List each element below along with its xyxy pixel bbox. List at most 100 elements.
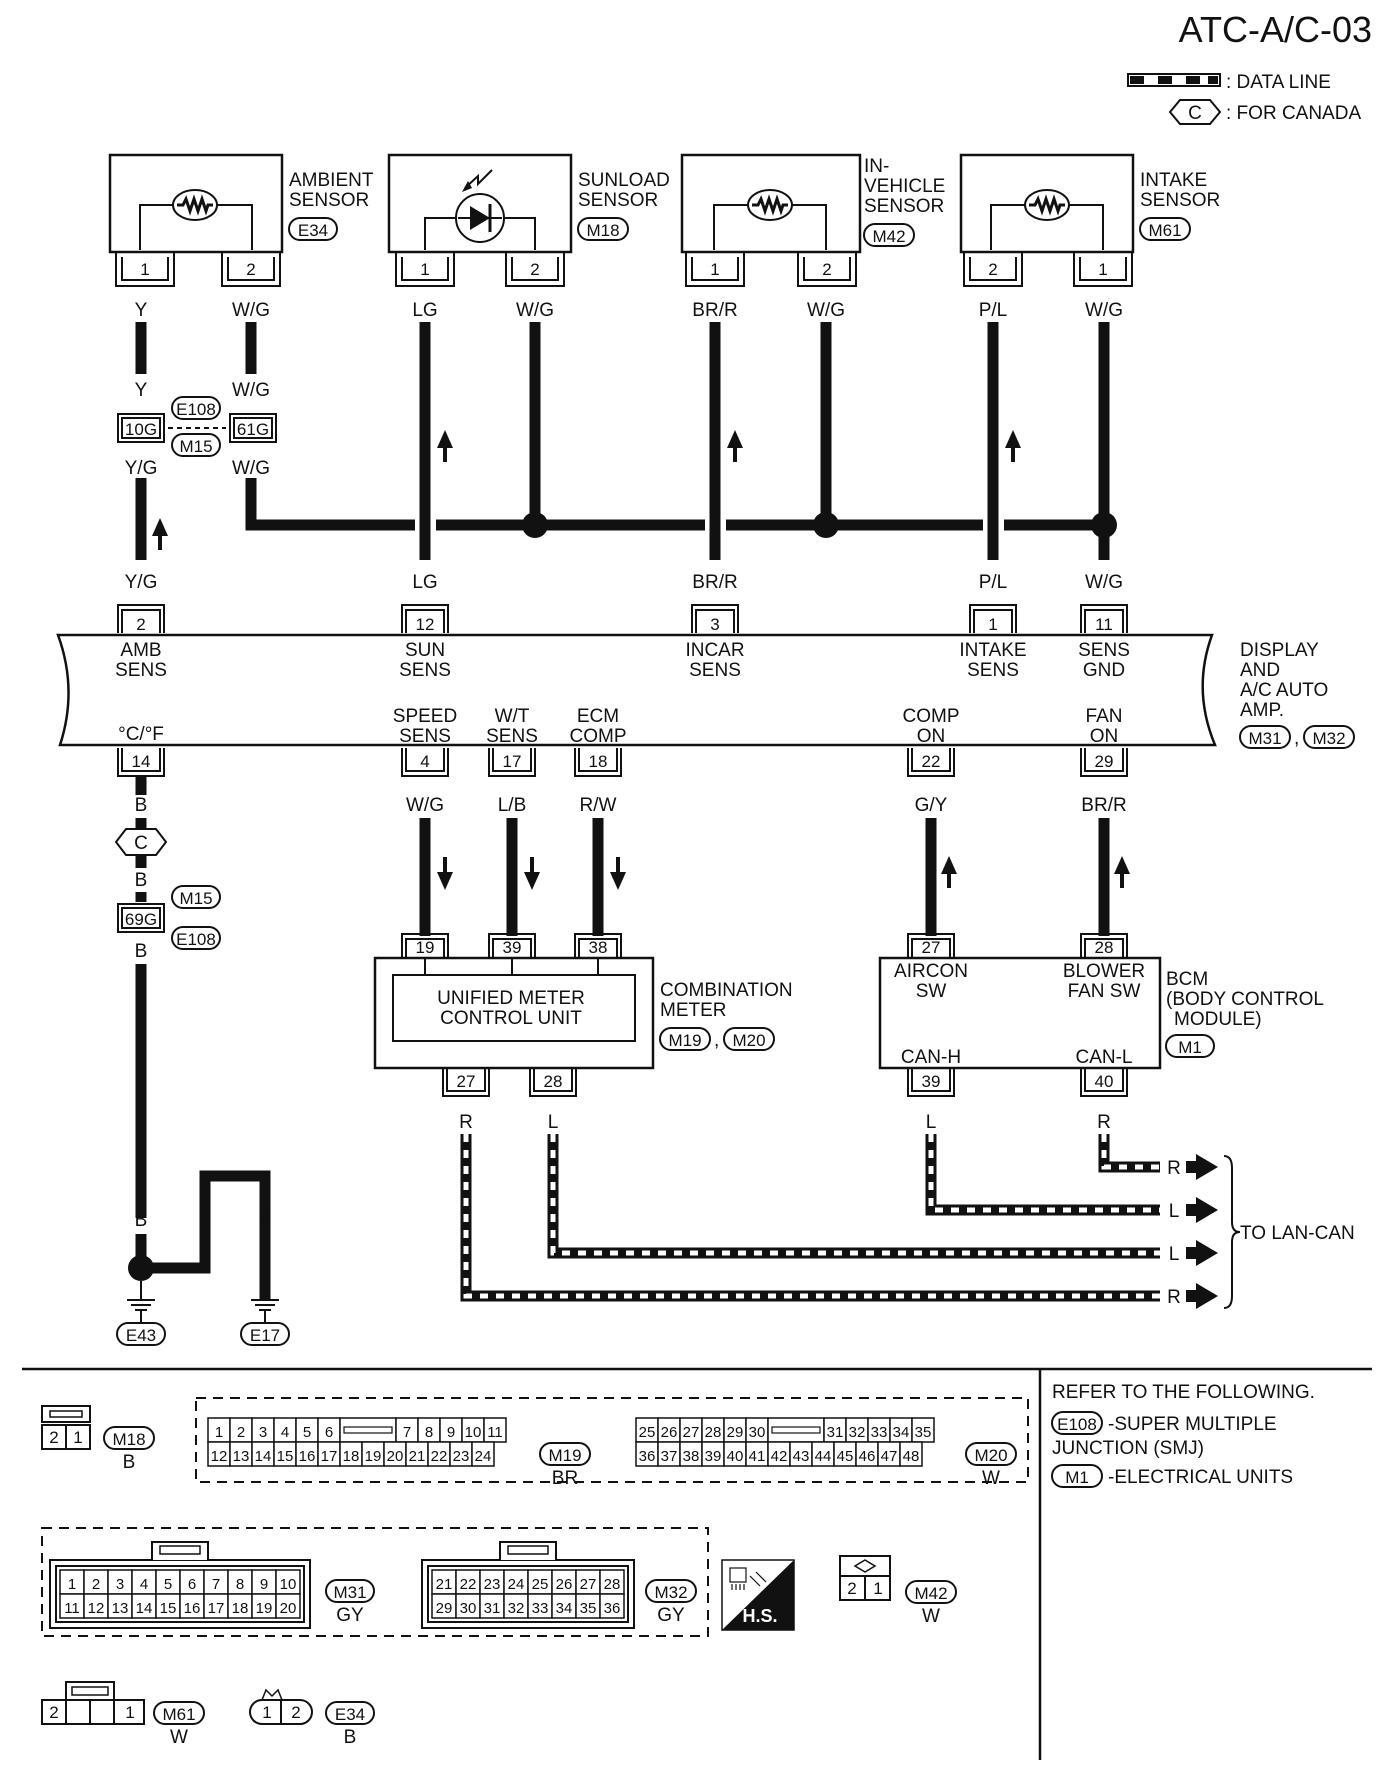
lower-arrows — [437, 856, 1130, 890]
amp-pin: 4 — [420, 752, 429, 771]
amp-pin-label: FAN — [1086, 706, 1123, 727]
sensor-pins — [115, 252, 1133, 287]
amp-pin-label: SENS — [399, 660, 451, 681]
pin-cell — [575, 1593, 601, 1619]
pin-number: 26 — [556, 1576, 573, 1593]
m19-m20-group — [195, 1397, 1029, 1483]
pin-number: 34 — [556, 1600, 573, 1617]
pin-number: 22 — [431, 1448, 448, 1465]
meter-inner-line-2: CONTROL UNIT — [440, 1008, 582, 1029]
e34-color: B — [344, 1727, 357, 1748]
photodiode-icon — [458, 169, 502, 232]
meter-comma: , — [714, 1030, 719, 1051]
joint-pin-right: 61G — [237, 420, 269, 439]
m61-pin: 2 — [49, 1703, 58, 1722]
pin-number: 16 — [184, 1600, 201, 1617]
pin-number: 28 — [705, 1424, 722, 1441]
pin-cell — [131, 1593, 157, 1619]
ground-circuit: C B 69G M15 E108 B B B B E43 E17 — [114, 818, 290, 1346]
lan-can-arrows: R L L R TO LAN-CAN — [1167, 1154, 1355, 1309]
pin-number: 36 — [639, 1448, 656, 1465]
wire-label: Y/G — [125, 572, 158, 593]
invehicle-sensor: IN- VEHICLE SENSOR M42 — [680, 153, 945, 254]
amp-name-line: AND — [1240, 660, 1280, 681]
amp-name-line: A/C AUTO — [1240, 680, 1328, 701]
ground-e43: E43 — [126, 1326, 156, 1345]
pin-number: 21 — [436, 1576, 453, 1593]
intake-label-1: INTAKE — [1140, 170, 1207, 191]
pin-number: 21 — [409, 1448, 426, 1465]
ground-e17: E17 — [250, 1326, 280, 1345]
meter-pin: 38 — [589, 938, 608, 957]
wire-label: B — [135, 941, 148, 962]
wire-label: B — [135, 1210, 148, 1231]
pin-number: 39 — [705, 1448, 722, 1465]
lan-wire-label: R — [1167, 1158, 1181, 1179]
sunload-pin-a: 1 — [420, 260, 429, 279]
bcm-sw2-line-1: BLOWER — [1063, 961, 1145, 982]
wire-label: W/G — [516, 300, 554, 321]
pin-number: 7 — [212, 1576, 220, 1593]
wire-label: Y — [135, 300, 148, 321]
wire-label: W/G — [807, 300, 845, 321]
wire-label: W/G — [232, 300, 270, 321]
pin-number: 28 — [604, 1576, 621, 1593]
amp-pin: 14 — [132, 752, 151, 771]
pin-number: 12 — [211, 1448, 228, 1465]
m31-name: M31 — [333, 1583, 366, 1602]
bcm-pin: 39 — [922, 1072, 941, 1091]
pin-number: 6 — [188, 1576, 196, 1593]
pin-number: 36 — [604, 1600, 621, 1617]
pin-number: 1 — [215, 1424, 223, 1441]
amp-pin-label: ECM — [577, 706, 619, 727]
m61-pin: 1 — [125, 1703, 134, 1722]
m42-pin: 2 — [847, 1579, 856, 1598]
wire-label: W/G — [1085, 572, 1123, 593]
amp-pin: 17 — [503, 752, 522, 771]
amp-name: DISPLAY AND A/C AUTO AMP. M31 , M32 — [1239, 640, 1355, 749]
pin-number: 47 — [881, 1448, 898, 1465]
m61-name: M61 — [162, 1705, 195, 1724]
wire-label: B — [135, 795, 148, 816]
pin-cell — [911, 1417, 935, 1443]
meter-inner-line-1: UNIFIED METER — [437, 988, 585, 1009]
pin-number: 32 — [508, 1600, 525, 1617]
ambient-pin-b: 2 — [246, 260, 255, 279]
pin-number: 9 — [447, 1424, 455, 1441]
bcm-name-line-2: (BODY CONTROL — [1166, 989, 1324, 1010]
connector-m18: 2 1 M18 B — [41, 1405, 155, 1473]
refer-item1-conn: E108 — [1057, 1415, 1097, 1434]
amp-pin-label: SUN — [405, 640, 445, 661]
pin-number: 17 — [321, 1448, 338, 1465]
amp-pin: 22 — [922, 752, 941, 771]
wire-label: L/B — [498, 795, 527, 816]
wire-label: Y — [135, 380, 148, 401]
meter-pin: 39 — [503, 938, 522, 957]
amp-pin-label: COMP — [903, 706, 960, 727]
bcm-sw1-line-1: AIRCON — [894, 961, 968, 982]
amp-pin-label: SENS — [115, 660, 167, 681]
wire-label: W/G — [232, 380, 270, 401]
pin-cell — [471, 1441, 495, 1467]
pin-number: 35 — [915, 1424, 932, 1441]
pin-number: 33 — [871, 1424, 888, 1441]
m18-pin: 1 — [73, 1428, 82, 1447]
amp-pin: 3 — [710, 615, 719, 634]
wire-label: G/Y — [915, 795, 948, 816]
sunload-sensor: SUNLOAD SENSOR M18 — [387, 153, 670, 254]
pin-number: 26 — [661, 1424, 678, 1441]
pin-number: 27 — [580, 1576, 597, 1593]
amp-pin: 29 — [1095, 752, 1114, 771]
pin-number: 4 — [140, 1576, 148, 1593]
e34-name: E34 — [335, 1705, 365, 1724]
pin-number: 15 — [160, 1600, 177, 1617]
amp-pin: 18 — [589, 752, 608, 771]
pin-number: 23 — [484, 1576, 501, 1593]
amp-pin-label: SENS — [399, 726, 451, 747]
pin-number: 19 — [365, 1448, 382, 1465]
pin-number: 10 — [465, 1424, 482, 1441]
